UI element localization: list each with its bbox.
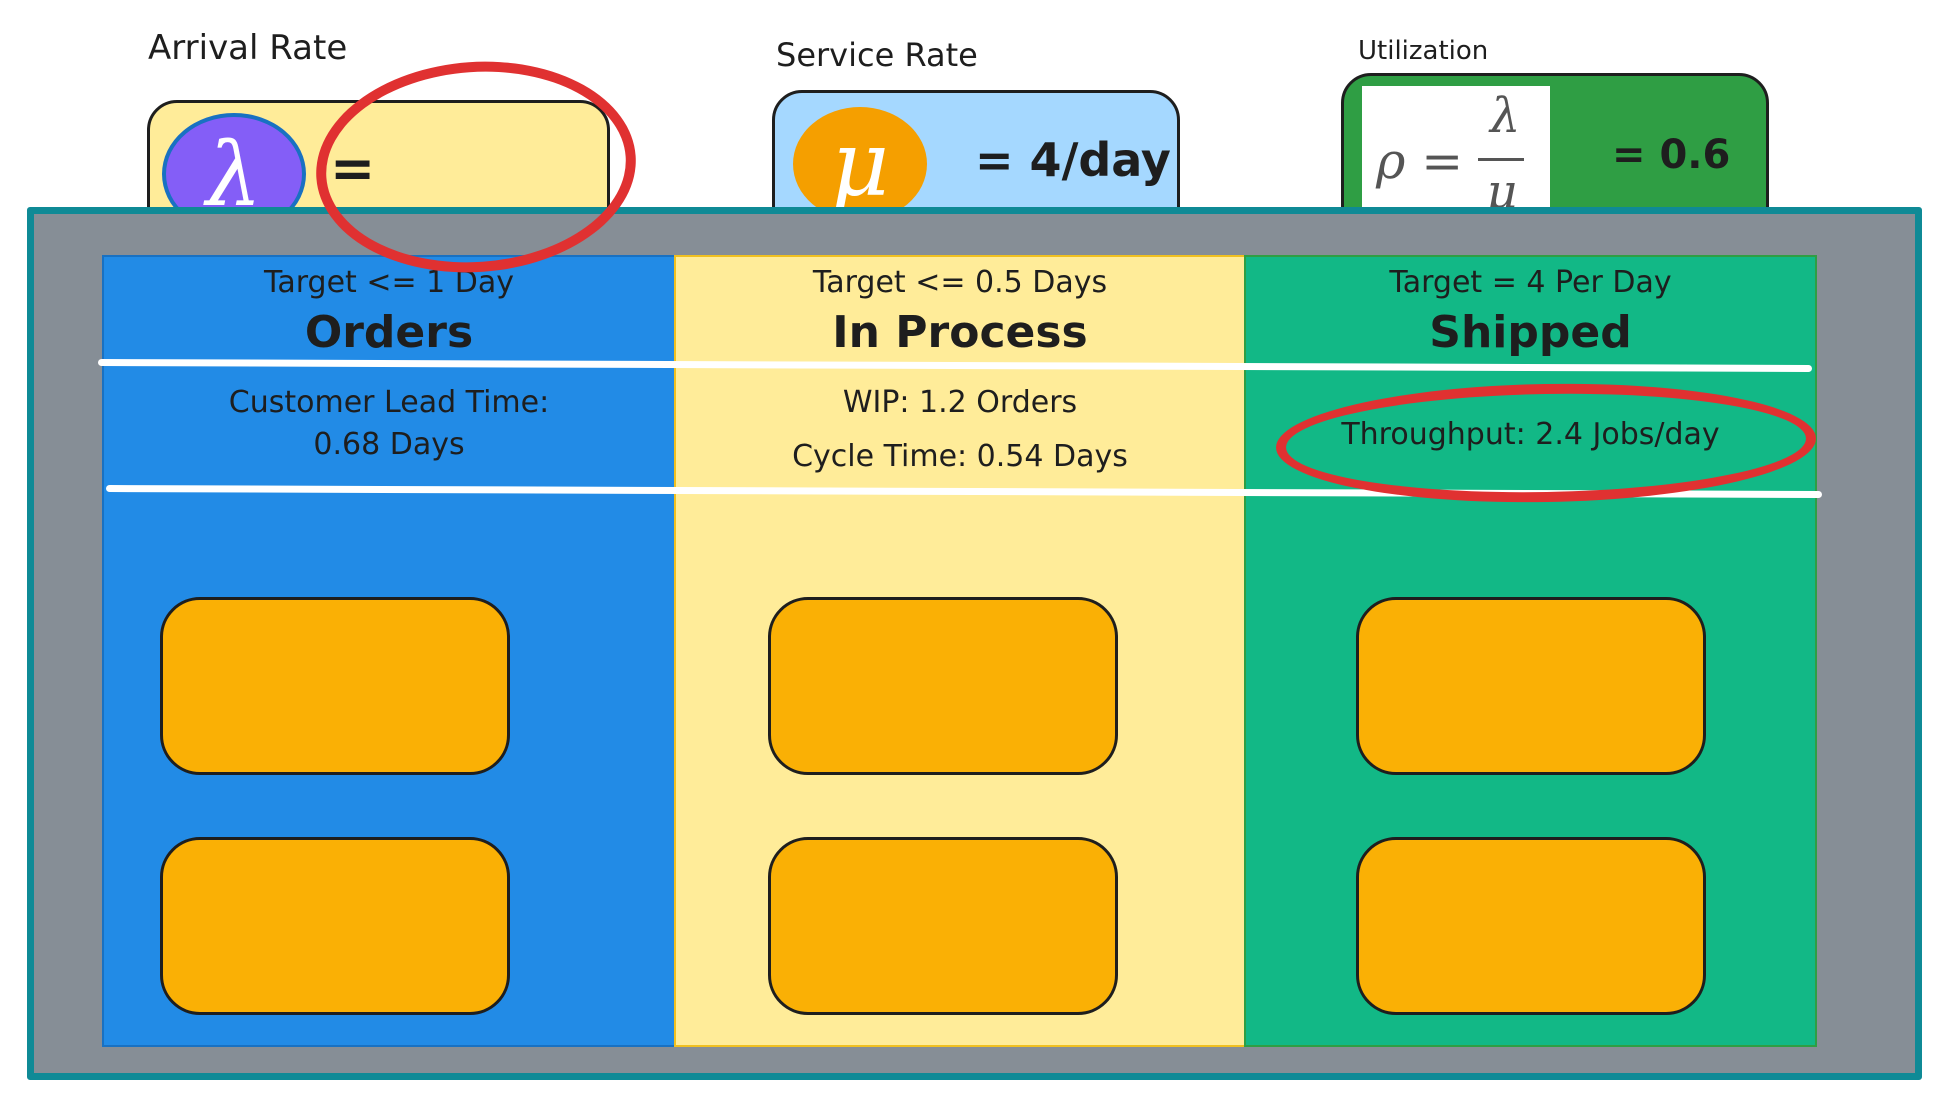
in-process-target: Target <= 0.5 Days	[812, 265, 1108, 300]
column-orders: Target <= 1 Day Orders Customer Lead Tim…	[102, 255, 676, 1047]
shipped-card[interactable]	[1356, 837, 1706, 1015]
service-rate-value: = 4/day	[975, 133, 1171, 187]
utilization-formula: ρ = λ μ	[1362, 86, 1550, 228]
order-card[interactable]	[160, 597, 510, 775]
order-card[interactable]	[160, 837, 510, 1015]
utilization-value: = 0.6	[1612, 132, 1731, 178]
in-process-card[interactable]	[768, 837, 1118, 1015]
customer-lead-time-value: 0.68 Days	[313, 427, 465, 462]
shipped-title: Shipped	[1429, 307, 1632, 358]
cycle-time-metric: Cycle Time: 0.54 Days	[792, 439, 1128, 474]
column-shipped: Target = 4 Per Day Shipped Throughput: 2…	[1244, 255, 1817, 1047]
mu-symbol: μ	[830, 111, 890, 217]
throughput-metric: Throughput: 2.4 Jobs/day	[1341, 417, 1720, 452]
mu-circle: μ	[793, 107, 927, 221]
orders-title: Orders	[304, 307, 474, 358]
column-in-process: Target <= 0.5 Days In Process WIP: 1.2 O…	[674, 255, 1246, 1047]
service-rate-label: Service Rate	[776, 36, 978, 74]
in-process-card[interactable]	[768, 597, 1118, 775]
arrival-rate-label: Arrival Rate	[148, 28, 348, 68]
utilization-label: Utilization	[1358, 36, 1489, 66]
shipped-target: Target = 4 Per Day	[1389, 265, 1672, 300]
wip-metric: WIP: 1.2 Orders	[842, 385, 1078, 420]
customer-lead-time-label: Customer Lead Time:	[228, 385, 550, 420]
orders-target: Target <= 1 Day	[263, 265, 515, 300]
formula-numerator: λ	[1490, 88, 1521, 144]
in-process-title: In Process	[832, 307, 1088, 358]
formula-lhs: ρ =	[1376, 132, 1464, 190]
formula-fraction-bar	[1478, 158, 1524, 161]
shipped-card[interactable]	[1356, 597, 1706, 775]
